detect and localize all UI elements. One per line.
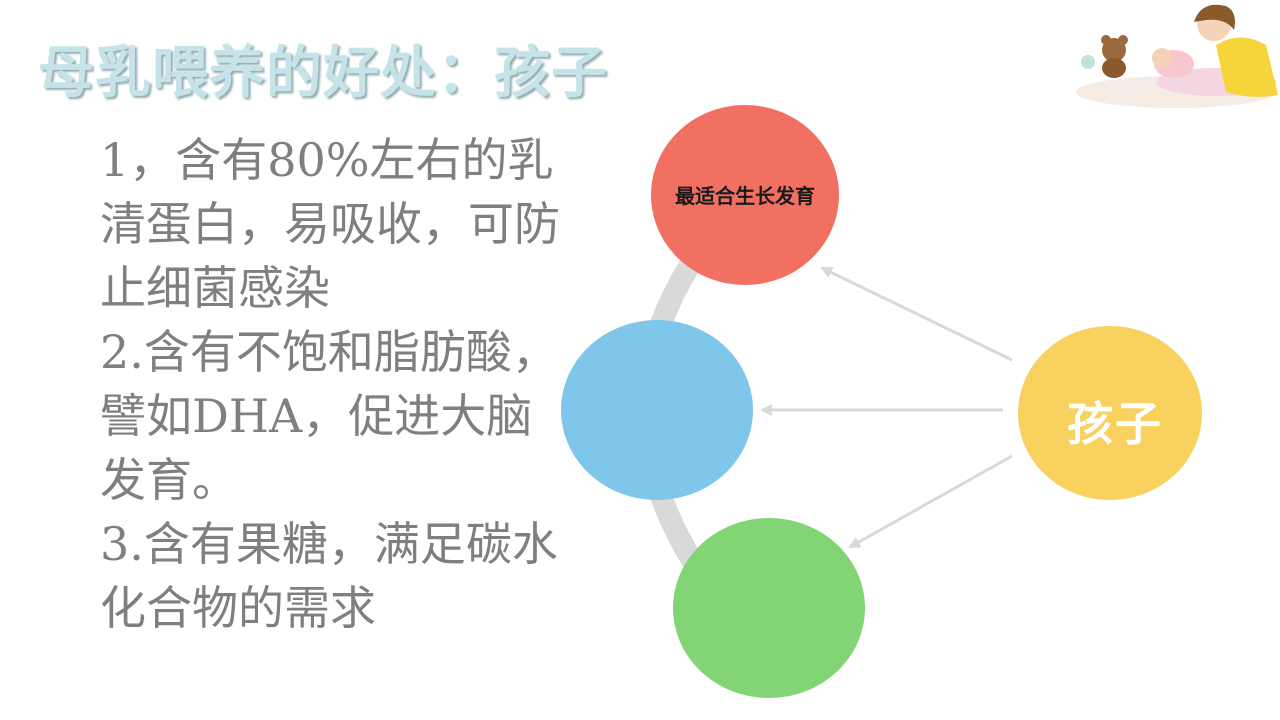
- benefit-item-1: 1，含有80%左右的乳清蛋白，易吸收，可防止细菌感染: [100, 133, 560, 315]
- middle-circle: [561, 320, 753, 500]
- arrow-to-bottom: [848, 454, 1013, 549]
- top-circle: [651, 105, 839, 285]
- child-circle: [1018, 326, 1202, 500]
- mother-baby-illustration-icon: [1076, 4, 1278, 108]
- arrow-to-top: [820, 266, 1013, 362]
- slide-title: 母乳喂养的好处：孩子: [38, 41, 608, 106]
- benefit-item-2: 2.含有不饱和脂肪酸，譬如DHA，促进大脑发育。: [100, 325, 558, 507]
- benefit-item-3: 3.含有果糖，满足碳水化合物的需求: [100, 517, 558, 635]
- child-circle-label: 孩子: [1067, 397, 1163, 451]
- benefit-list: 1，含有80%左右的乳清蛋白，易吸收，可防止细菌感染 2.含有不饱和脂肪酸，譬如…: [100, 128, 570, 640]
- bottom-circle: [673, 518, 865, 698]
- top-circle-label: 最适合生长发育: [675, 184, 815, 208]
